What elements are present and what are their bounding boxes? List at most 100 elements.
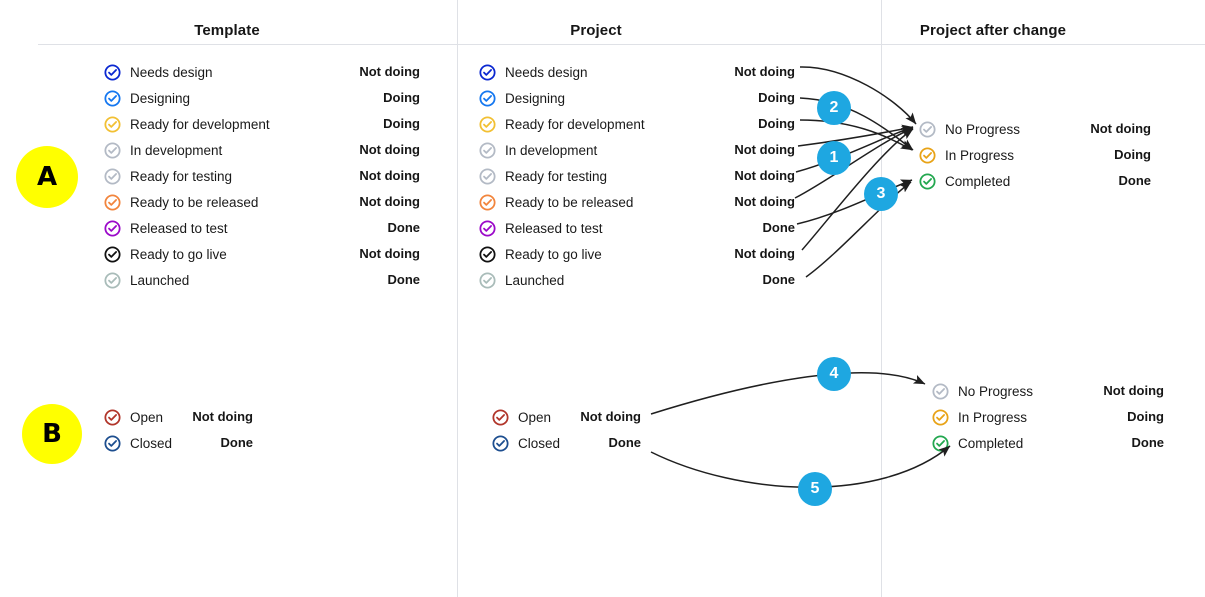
status-check-icon: [104, 245, 121, 263]
status-check-icon: [932, 408, 949, 426]
status-category-value: Not doing: [734, 194, 795, 209]
status-label: Ready for development: [130, 116, 270, 132]
status-row: Ready to go live Not doing: [104, 241, 420, 267]
status-category-value: Done: [762, 220, 796, 235]
status-category-value: Not doing: [734, 142, 795, 157]
status-row: Needs design Not doing: [104, 59, 420, 85]
arrow-launched-to-completed: [805, 181, 912, 278]
column-header-project-after-change: Project after change: [919, 22, 1067, 39]
status-label: Needs design: [505, 64, 588, 80]
status-category-value: Not doing: [580, 409, 641, 424]
step-badge-2-label: 2: [829, 99, 839, 116]
status-label: No Progress: [945, 121, 1021, 137]
status-row: In development Not doing: [104, 137, 420, 163]
section-badge-a: A: [16, 146, 78, 208]
status-label: Released to test: [130, 220, 228, 236]
column-header-project: Project: [570, 22, 622, 39]
status-row: Ready for testing Not doing: [479, 163, 795, 189]
section-badge-b-label: B: [42, 419, 62, 449]
status-category-value: Not doing: [359, 64, 420, 79]
status-label: Launched: [505, 272, 565, 288]
status-category-value: Done: [220, 435, 254, 450]
status-check-icon: [479, 193, 496, 211]
status-check-icon: [479, 219, 496, 237]
status-check-icon: [932, 382, 949, 400]
status-row: Designing Doing: [104, 85, 420, 111]
status-check-icon: [104, 219, 121, 237]
status-category-value: Not doing: [359, 142, 420, 157]
status-label: Designing: [130, 90, 191, 106]
section-badge-b: B: [22, 404, 82, 464]
arrow-open-to-no-progress: [650, 372, 926, 415]
status-category-value: Doing: [1114, 147, 1151, 162]
status-category-value: Done: [1131, 435, 1165, 450]
status-category-value: Doing: [1127, 409, 1164, 424]
arrow-needs-design-to-no-progress: [799, 66, 917, 125]
status-category-value: Done: [1118, 173, 1152, 188]
status-check-icon: [104, 408, 121, 426]
step-badge-5: 5: [798, 472, 832, 506]
status-label: Ready to go live: [505, 246, 602, 262]
status-label: Needs design: [130, 64, 213, 80]
status-label: Released to test: [505, 220, 603, 236]
status-category-value: Done: [387, 272, 421, 287]
status-row: Completed Done: [919, 168, 1151, 194]
step-badge-3: 3: [864, 177, 898, 211]
status-category-value: Not doing: [359, 168, 420, 183]
status-label: Ready to go live: [130, 246, 227, 262]
header-underline: [38, 44, 1205, 45]
status-category-value: Not doing: [734, 64, 795, 79]
status-category-value: Doing: [383, 116, 420, 131]
status-label: Ready for testing: [130, 168, 233, 184]
status-check-icon: [479, 141, 496, 159]
status-check-icon: [479, 167, 496, 185]
status-check-icon: [492, 434, 509, 452]
arrow-ready-for-testing-to-no-progress: [795, 126, 914, 173]
status-category-value: Not doing: [734, 168, 795, 183]
status-category-value: Not doing: [359, 246, 420, 261]
status-check-icon: [479, 271, 496, 289]
status-label: Completed: [958, 435, 1024, 451]
status-label: Completed: [945, 173, 1011, 189]
status-check-icon: [104, 141, 121, 159]
status-check-icon: [919, 146, 936, 164]
status-label: In development: [130, 142, 223, 158]
status-check-icon: [479, 89, 496, 107]
status-check-icon: [479, 115, 496, 133]
arrow-ready-to-go-live-to-no-progress: [801, 128, 914, 251]
status-row: Completed Done: [932, 430, 1164, 456]
status-category-value: Doing: [383, 90, 420, 105]
status-label: Ready to be released: [505, 194, 634, 210]
section-badge-a-label: A: [36, 162, 58, 192]
status-check-icon: [104, 63, 121, 81]
status-label: Ready for development: [505, 116, 645, 132]
status-category-value: Not doing: [1090, 121, 1151, 136]
status-check-icon: [492, 408, 509, 426]
status-check-icon: [479, 63, 496, 81]
step-badge-5-label: 5: [810, 480, 820, 497]
status-check-icon: [479, 245, 496, 263]
status-label: Ready to be released: [130, 194, 259, 210]
step-badge-3-label: 3: [876, 185, 886, 202]
step-badge-1-label: 1: [829, 149, 839, 166]
status-check-icon: [104, 167, 121, 185]
status-check-icon: [104, 115, 121, 133]
status-label: Ready for testing: [505, 168, 608, 184]
status-category-value: Doing: [758, 90, 795, 105]
step-badge-2: 2: [817, 91, 851, 125]
status-label: In Progress: [958, 409, 1028, 425]
